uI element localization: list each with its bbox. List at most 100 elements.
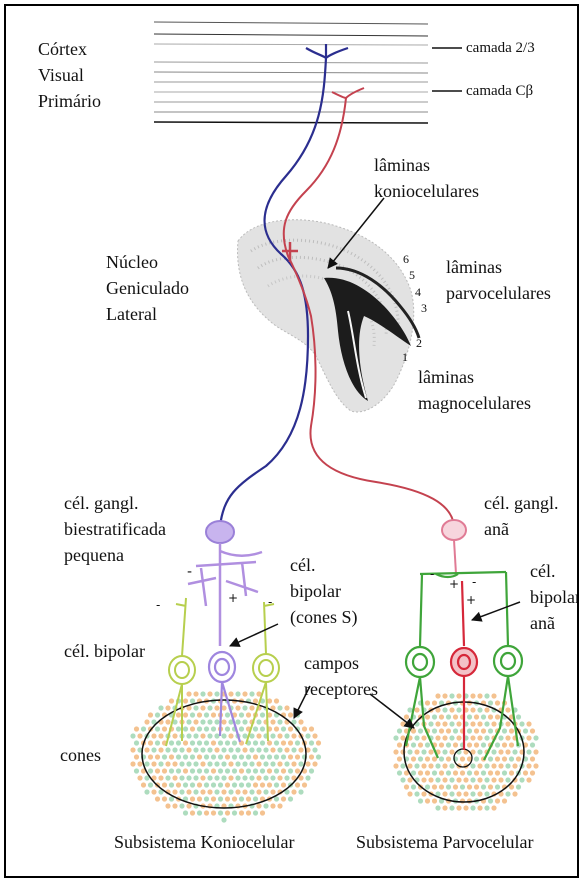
cone-dot [256, 719, 261, 724]
cone-dot [449, 805, 454, 810]
cone-dot [162, 796, 167, 801]
cone-dot [442, 763, 447, 768]
cone-dot [467, 784, 472, 789]
cone-dot [477, 693, 482, 698]
cone-dot [495, 798, 500, 803]
cone-dot [467, 728, 472, 733]
cone-dot [305, 775, 310, 780]
cone-dot [148, 768, 153, 773]
cone-dot [432, 714, 437, 719]
cone-dot [463, 791, 468, 796]
cone-dot [256, 747, 261, 752]
cone-dot [288, 740, 293, 745]
cone-dot [246, 768, 251, 773]
cone-dot [172, 747, 177, 752]
cone-dot [488, 770, 493, 775]
cone-dot [474, 784, 479, 789]
cone-dot [439, 742, 444, 747]
cone-dot [218, 810, 223, 815]
cone-dot [270, 747, 275, 752]
cone-dot [435, 693, 440, 698]
cone-dot [228, 761, 233, 766]
cone-dot [190, 740, 195, 745]
cone-dot [502, 728, 507, 733]
cone-dot [491, 721, 496, 726]
cone-dot [228, 747, 233, 752]
cone-dot [421, 749, 426, 754]
cone-dot [516, 756, 521, 761]
cone-dot [267, 754, 272, 759]
cone-dot [432, 756, 437, 761]
parvo-laminae-label-1: lâminas [446, 254, 502, 280]
cone-dot [425, 742, 430, 747]
magno-laminae-label-1: lâminas [418, 364, 474, 390]
cone-dot [470, 735, 475, 740]
cone-dot [421, 763, 426, 768]
cone-dot [505, 777, 510, 782]
cone-dot [249, 789, 254, 794]
cone-dot [193, 705, 198, 710]
cone-dot [197, 768, 202, 773]
cone-dot [414, 749, 419, 754]
cone-dot [270, 789, 275, 794]
cone-dot [298, 761, 303, 766]
cone-dot [411, 756, 416, 761]
cone-dot [509, 756, 514, 761]
cone-dot [435, 777, 440, 782]
svg-text:-: - [472, 575, 476, 589]
cone-dot [460, 798, 465, 803]
cone-dot [453, 784, 458, 789]
cone-dot [428, 749, 433, 754]
cone-dot [309, 726, 314, 731]
cone-dot [186, 719, 191, 724]
cone-dot [239, 768, 244, 773]
receptive-fields-label-1: campos [304, 650, 359, 676]
cone-dot [488, 756, 493, 761]
cone-dot [281, 782, 286, 787]
cone-dot [397, 728, 402, 733]
cone-dot [449, 763, 454, 768]
cone-dot [260, 768, 265, 773]
cone-dot [263, 789, 268, 794]
cone-dot [207, 719, 212, 724]
cone-dot [211, 796, 216, 801]
cone-dot [505, 763, 510, 768]
cone-dot [218, 754, 223, 759]
cone-dot [260, 782, 265, 787]
cone-dot [148, 782, 153, 787]
cone-dot [425, 700, 430, 705]
cone-dot [228, 733, 233, 738]
cones-label: cones [60, 742, 101, 768]
figure-frame: - - + - - + - + [4, 4, 579, 878]
cone-dot [249, 691, 254, 696]
lgn-label-line1: Núcleo [106, 249, 158, 275]
cone-dot [439, 784, 444, 789]
cone-dot [204, 726, 209, 731]
cone-dot [284, 747, 289, 752]
cone-dot [151, 789, 156, 794]
cone-dot [176, 712, 181, 717]
cone-dot [190, 782, 195, 787]
cone-dot [249, 747, 254, 752]
cone-dot [302, 782, 307, 787]
cone-dot [204, 740, 209, 745]
cone-dot [481, 714, 486, 719]
parvo-laminae-label-2: parvocelulares [446, 280, 551, 306]
midget-bipolar-arrow [472, 602, 520, 620]
konio-laminae-label-1: lâminas [374, 152, 430, 178]
svg-text:-: - [156, 598, 160, 612]
cone-dot [509, 728, 514, 733]
cone-dot [509, 742, 514, 747]
cone-dot [509, 770, 514, 775]
cone-dot [523, 728, 528, 733]
cone-dot [312, 733, 317, 738]
cone-dot [484, 721, 489, 726]
cone-dot [190, 712, 195, 717]
cone-dot [256, 733, 261, 738]
cone-dot [221, 747, 226, 752]
cone-dot [526, 721, 531, 726]
cone-dot [186, 761, 191, 766]
cone-dot [214, 761, 219, 766]
cone-dot [397, 756, 402, 761]
cone-dot [495, 784, 500, 789]
